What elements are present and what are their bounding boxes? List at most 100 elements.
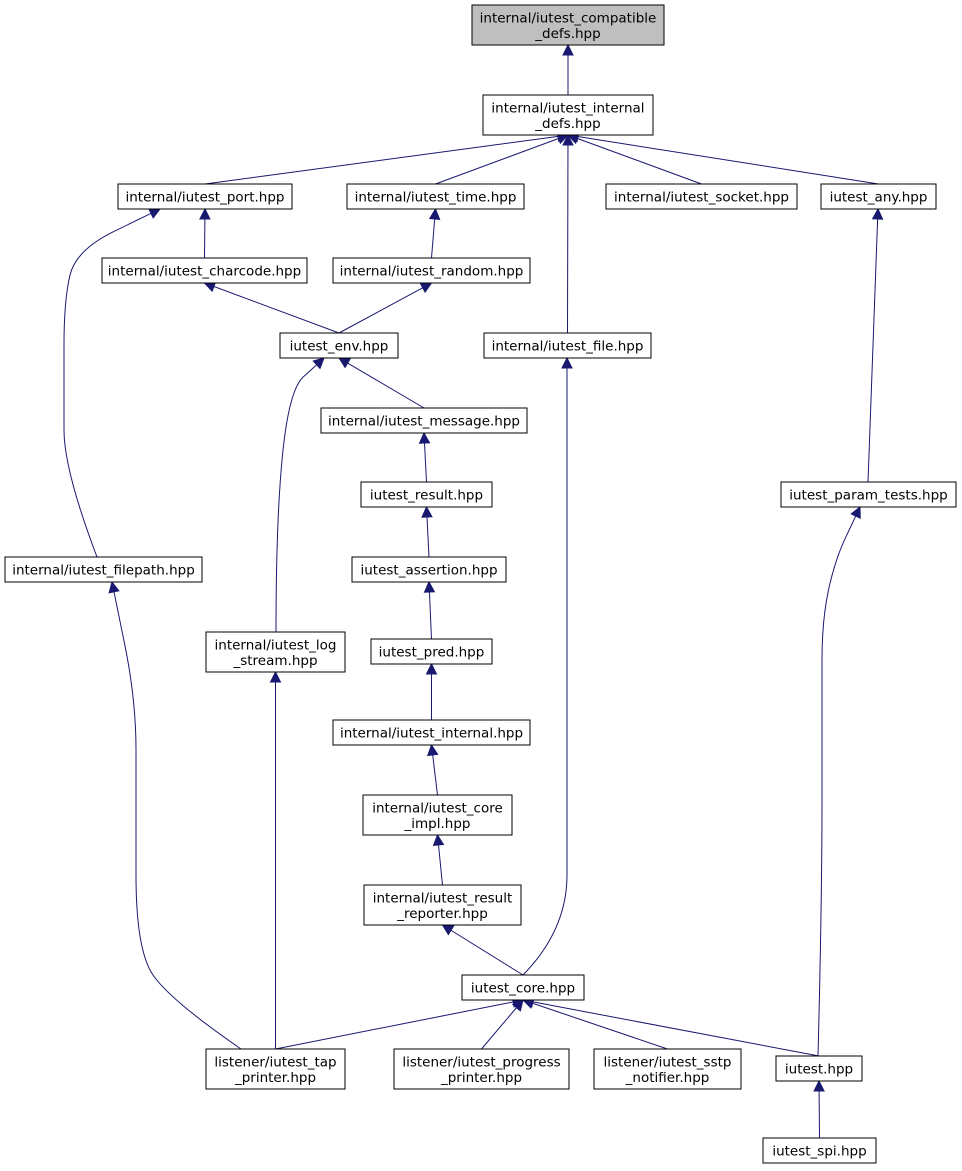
node-label: internal/iutest_log (215, 637, 337, 653)
nodes-layer: internal/iutest_compatible_defs.hppinter… (4, 4, 957, 1164)
node-label: iutest_core.hpp (471, 981, 575, 997)
node-progress-printer[interactable]: listener/iutest_progress_printer.hpp (393, 1048, 570, 1090)
node-label: iutest_param_tests.hpp (789, 488, 948, 504)
edge-tap-printer-to-log-stream (269, 670, 282, 1049)
node-label: _printer.hpp (234, 1070, 316, 1086)
arrowhead-icon (850, 505, 861, 519)
node-label: listener/iutest_progress (402, 1054, 560, 1070)
node-label: iutest_result.hpp (370, 488, 483, 504)
node-box (762, 1137, 877, 1164)
node-tap-printer[interactable]: listener/iutest_tap_printer.hpp (205, 1048, 346, 1090)
node-filepath[interactable]: internal/iutest_filepath.hpp (4, 556, 203, 583)
node-random[interactable]: internal/iutest_random.hpp (332, 257, 531, 284)
edge-internal-defs-to-compatible-defs (562, 43, 574, 95)
arrowhead-icon (561, 356, 573, 369)
node-box (205, 631, 346, 673)
edge-env-to-charcode (203, 281, 340, 334)
arrowhead-icon (338, 357, 351, 369)
node-box (780, 481, 957, 508)
node-box (351, 556, 507, 583)
edge-line (435, 137, 560, 185)
node-label: _printer.hpp (440, 1070, 522, 1086)
edge-line (481, 1006, 518, 1050)
node-label: _stream.hpp (232, 653, 317, 669)
edge-line (449, 929, 524, 976)
node-box (461, 974, 585, 1001)
arrowhead-icon (813, 1079, 825, 1092)
edge-line (817, 514, 857, 1057)
node-assertion[interactable]: iutest_assertion.hpp (351, 556, 507, 583)
edge-line (432, 753, 438, 796)
node-message[interactable]: internal/iutest_message.hpp (320, 407, 528, 434)
edge-env-to-random (338, 282, 433, 334)
arrowhead-icon (423, 580, 436, 593)
edge-core-to-result-reporter (441, 924, 524, 976)
node-label: iutest_env.hpp (290, 339, 389, 355)
edge-line (431, 217, 436, 259)
node-box (205, 1048, 346, 1090)
edge-line (275, 363, 318, 633)
node-label: iutest.hpp (785, 1062, 853, 1078)
node-charcode[interactable]: internal/iutest_charcode.hpp (101, 257, 308, 284)
node-spi[interactable]: iutest_spi.hpp (762, 1137, 877, 1164)
node-param-tests[interactable]: iutest_param_tests.hpp (780, 481, 957, 508)
edge-spi-to-iutest (813, 1079, 825, 1139)
edge-line (531, 1002, 668, 1050)
arrowhead-icon (108, 580, 120, 594)
node-pred[interactable]: iutest_pred.hpp (370, 638, 493, 665)
edge-internal-to-pred (425, 662, 438, 720)
node-label: listener/iutest_tap (214, 1054, 336, 1070)
node-label: internal/iutest_message.hpp (328, 414, 520, 430)
arrowhead-icon (441, 924, 455, 936)
node-box (279, 332, 399, 359)
arrowhead-icon (312, 357, 325, 370)
node-sstp-notifier[interactable]: listener/iutest_sstp_notifier.hpp (593, 1048, 742, 1090)
node-internal[interactable]: internal/iutest_internal.hpp (332, 719, 531, 746)
edge-socket-to-internal-defs (566, 133, 702, 185)
edge-time-to-internal-defs (435, 133, 570, 185)
edge-line (437, 843, 443, 886)
node-file[interactable]: internal/iutest_file.hpp (483, 332, 652, 359)
node-core-impl[interactable]: internal/iutest_core_impl.hpp (362, 794, 513, 836)
edge-result-to-message (418, 431, 431, 483)
arrowhead-icon (511, 999, 524, 1012)
arrowhead-icon (871, 207, 884, 220)
node-box (320, 407, 528, 434)
node-label: _reporter.hpp (396, 906, 488, 922)
node-core[interactable]: iutest_core.hpp (461, 974, 585, 1001)
node-box (346, 183, 525, 210)
node-label: internal/iutest_compatible (480, 10, 657, 26)
node-label: internal/iutest_result (373, 890, 513, 906)
node-label: internal/iutest_random.hpp (340, 264, 524, 280)
node-port[interactable]: internal/iutest_port.hpp (117, 183, 293, 210)
node-box (101, 257, 308, 284)
node-env[interactable]: iutest_env.hpp (279, 332, 399, 359)
node-internal-defs[interactable]: internal/iutest_internal_defs.hpp (482, 94, 654, 136)
arrowhead-icon (148, 208, 162, 219)
edge-line (346, 362, 425, 409)
node-label: iutest_spi.hpp (772, 1144, 866, 1160)
node-box (117, 183, 293, 210)
edge-line (576, 135, 879, 185)
edge-line (867, 217, 879, 483)
node-log-stream[interactable]: internal/iutest_log_stream.hpp (205, 631, 346, 673)
node-iutest[interactable]: iutest.hpp (775, 1055, 863, 1082)
node-result-reporter[interactable]: internal/iutest_result_reporter.hpp (363, 884, 522, 926)
node-time[interactable]: internal/iutest_time.hpp (346, 183, 525, 210)
edge-message-to-env (338, 357, 425, 409)
node-box (483, 332, 652, 359)
node-label: _defs.hpp (534, 116, 600, 132)
node-any[interactable]: iutest_any.hpp (820, 183, 937, 210)
edge-line (423, 441, 427, 483)
node-label: internal/iutest_internal.hpp (340, 726, 523, 742)
node-result[interactable]: iutest_result.hpp (360, 481, 493, 508)
node-socket[interactable]: internal/iutest_socket.hpp (605, 183, 798, 210)
edge-line (275, 1001, 515, 1050)
arrowhead-icon (199, 207, 211, 220)
edge-line (522, 367, 568, 976)
edge-core-to-file (522, 356, 573, 976)
arrowhead-icon (562, 133, 574, 146)
edge-line (338, 286, 424, 334)
node-label: internal/iutest_socket.hpp (614, 190, 789, 206)
